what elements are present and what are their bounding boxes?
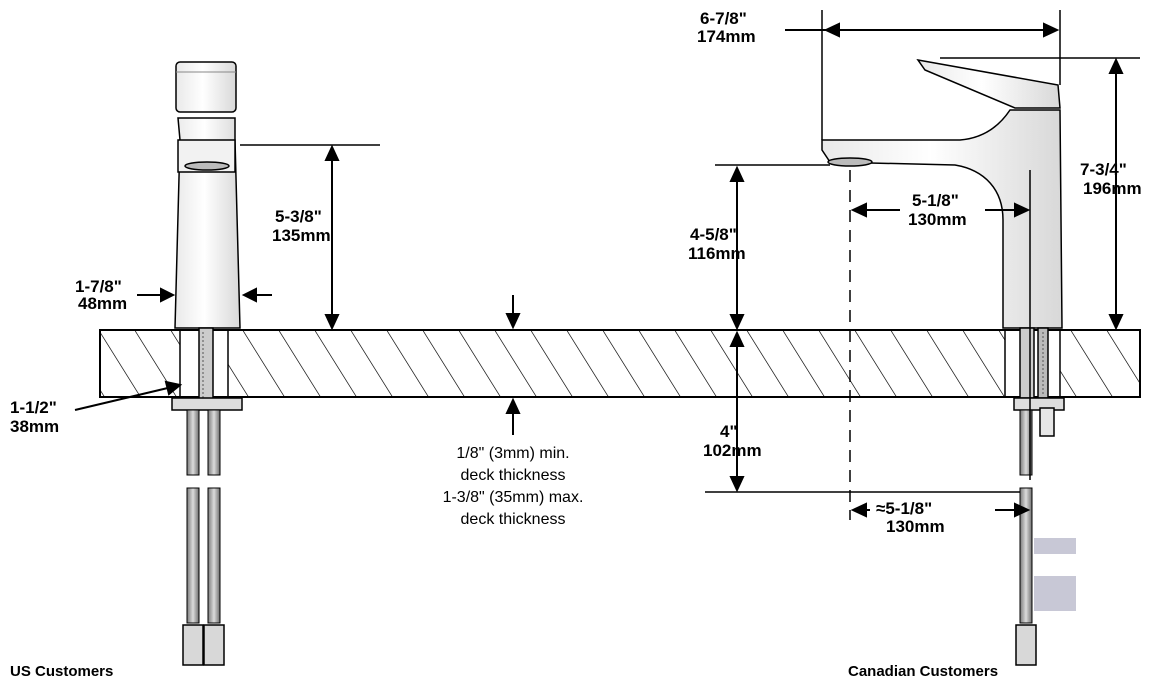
dim-top-reach-metric: 174mm	[697, 27, 756, 46]
bracket-upper	[1034, 538, 1076, 554]
deck-thickness-note: 1/8" (3mm) min. deck thickness 1-3/8" (3…	[443, 445, 584, 528]
dim-body-height-metric: 135mm	[272, 226, 331, 245]
dim-body-height-imperial: 5-3/8"	[275, 207, 322, 226]
deck-note-line-4: deck thickness	[461, 511, 566, 528]
dimension-lines	[74, 10, 1140, 520]
faucet-side-handle	[916, 58, 1061, 109]
dim-hole-imperial: 1-1/2"	[10, 398, 57, 417]
dim-spout-height-imperial: 4-5/8"	[690, 225, 737, 244]
dim-top-reach-imperial: 6-7/8"	[700, 9, 747, 28]
dim-approx-reach-imperial: ≈5-1/8"	[876, 499, 932, 518]
hose-fitting-left	[182, 624, 204, 666]
supply-hose-left	[186, 409, 200, 476]
dim-spout-reach-imperial: 5-1/8"	[912, 191, 959, 210]
mounting-nut	[171, 397, 243, 411]
dim-hole-metric: 38mm	[10, 417, 59, 436]
dim-approx-reach-metric: 130mm	[886, 517, 945, 536]
dim-spout-reach-metric: 130mm	[908, 210, 967, 229]
countertop-deck	[99, 329, 1141, 398]
bracket-lower	[1034, 576, 1076, 611]
mounting-shank	[198, 327, 214, 409]
dim-base-width-metric: 48mm	[78, 294, 127, 313]
deck-note-line-3: 1-3/8" (35mm) max.	[443, 489, 584, 506]
side-mounting-shank	[1019, 327, 1035, 399]
deck-note-line-1: 1/8" (3mm) min.	[456, 445, 569, 462]
side-hose-fitting	[1015, 624, 1037, 666]
faucet-side-view	[821, 58, 1076, 666]
supply-hose-right	[207, 409, 221, 476]
side-mounting-nut	[1013, 397, 1065, 411]
faucet-side-body	[821, 109, 1063, 329]
hose-fitting-right	[203, 624, 225, 666]
deck-note-line-2: deck thickness	[461, 467, 566, 484]
dim-overall-height-imperial: 7-3/4"	[1080, 160, 1127, 179]
dim-overall-height-metric: 196mm	[1083, 179, 1142, 198]
dim-below-deck-metric: 102mm	[703, 441, 762, 460]
caption-us-customers: US Customers	[10, 663, 113, 680]
faucet-handle	[175, 61, 237, 113]
side-supply-hose	[1019, 409, 1033, 476]
dim-base-width-imperial: 1-7/8"	[75, 277, 122, 296]
faucet-front-view	[171, 61, 243, 666]
dim-spout-height-metric: 116mm	[688, 244, 746, 263]
caption-canadian-customers: Canadian Customers	[848, 663, 998, 680]
dim-below-deck-imperial: 4"	[720, 422, 738, 441]
dimension-labels: 6-7/8" 174mm 7-3/4" 196mm 4-5/8" 116mm 5…	[10, 9, 1142, 536]
